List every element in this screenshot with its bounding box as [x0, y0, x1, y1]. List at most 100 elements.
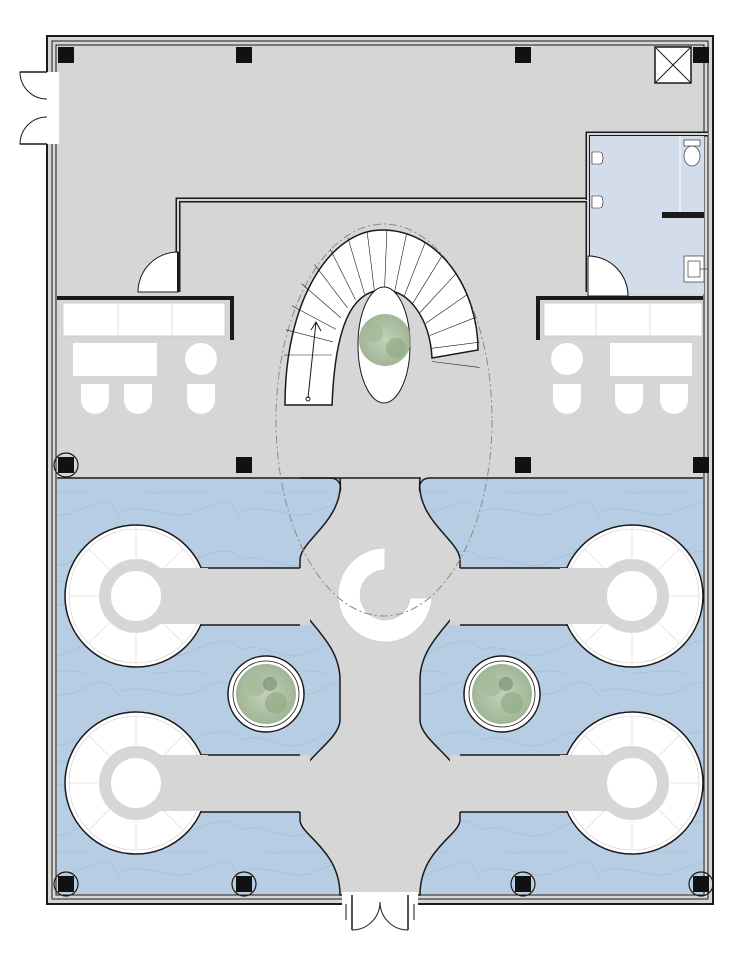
- seat-divider: [584, 735, 606, 757]
- urinal-icon: [591, 151, 604, 209]
- column-icon: [510, 871, 536, 897]
- pool-edge-upper: [170, 567, 590, 626]
- pool-edge-lower: [170, 754, 590, 813]
- round-table-left: [185, 343, 217, 375]
- stair-tread: [384, 230, 388, 291]
- round-table-right: [551, 343, 583, 375]
- chair: [81, 384, 109, 414]
- seat-divider: [162, 548, 184, 570]
- stair-tread: [394, 233, 407, 293]
- chair: [553, 384, 581, 414]
- seat-divider: [658, 548, 680, 570]
- seat-divider: [658, 735, 680, 757]
- stair-tread: [366, 231, 375, 291]
- seat-divider: [88, 622, 110, 644]
- seat-divider: [584, 548, 606, 570]
- column-icon: [58, 47, 74, 63]
- stair-tread: [314, 264, 348, 309]
- column-icon: [53, 871, 79, 897]
- seat-divider: [584, 622, 606, 644]
- stair-tread: [291, 305, 337, 330]
- pod-center: [111, 758, 161, 808]
- shaft-cross-icon: [654, 46, 692, 84]
- stair-tread: [412, 255, 443, 304]
- seating-pod: [560, 524, 704, 668]
- stair-tread: [419, 273, 457, 313]
- stair-tread: [403, 242, 426, 297]
- table-left: [73, 343, 157, 376]
- door-swing-icon: [379, 901, 409, 931]
- walkway-arm-lower-right: [450, 755, 590, 812]
- column-icon: [688, 871, 714, 897]
- central-c-sculpture: [337, 547, 433, 643]
- atrium-outline: [275, 223, 493, 617]
- seating-pod: [64, 711, 208, 855]
- column-icon: [53, 452, 79, 478]
- stair-tread: [429, 317, 476, 336]
- column-icon: [515, 47, 531, 63]
- counter-left-wall: [57, 296, 234, 340]
- stair-tread: [347, 237, 365, 295]
- stair-arrow-icon: [307, 321, 322, 399]
- seat-divider: [88, 735, 110, 757]
- seat-divider: [162, 622, 184, 644]
- seat-divider: [658, 622, 680, 644]
- seating-pod: [64, 524, 208, 668]
- seat-divider: [658, 809, 680, 831]
- seat-divider: [162, 809, 184, 831]
- restroom-stall-wall: [662, 212, 704, 218]
- column-icon: [236, 47, 252, 63]
- tree-icon: [359, 314, 411, 366]
- chair: [615, 384, 643, 414]
- chair: [124, 384, 152, 414]
- pod-center: [607, 758, 657, 808]
- toilet-icon: [683, 139, 701, 167]
- seat-divider: [162, 735, 184, 757]
- stair-tread: [301, 283, 342, 319]
- planter-left: [227, 655, 305, 733]
- seat-divider: [88, 809, 110, 831]
- column-icon: [693, 47, 709, 63]
- spiral-stair: [284, 229, 480, 406]
- door-swing-icon: [19, 71, 48, 100]
- main-entry-door[interactable]: [342, 892, 418, 931]
- side-entry-door[interactable]: [19, 71, 59, 145]
- door-swing-icon: [19, 116, 48, 145]
- tree-icon: [472, 664, 532, 724]
- stair-tread: [431, 361, 480, 368]
- stair-tread: [431, 341, 480, 349]
- column-icon: [693, 457, 709, 473]
- counter-right: [543, 302, 703, 337]
- door-swing-icon: [351, 901, 381, 931]
- stair-outline: [284, 229, 479, 406]
- counter-right-wall: [536, 296, 703, 340]
- stair-treads: [284, 230, 480, 368]
- planter-right: [463, 655, 541, 733]
- tree-icon: [236, 664, 296, 724]
- stair-tread: [285, 329, 334, 343]
- corridor-door-left: [137, 251, 179, 293]
- seating-pod: [560, 711, 704, 855]
- chair: [187, 384, 215, 414]
- interior-walls: [175, 131, 708, 292]
- restroom: [587, 136, 708, 297]
- sink-icon: [683, 255, 708, 283]
- pod-center: [111, 571, 161, 621]
- walkway-arm-upper-right: [450, 568, 590, 625]
- structural-columns: [53, 47, 714, 897]
- pool-top-edge: [57, 477, 703, 493]
- column-icon: [515, 457, 531, 473]
- lounge-right: [536, 296, 703, 414]
- pod-center: [607, 571, 657, 621]
- stair-tread: [425, 293, 468, 324]
- seating-pods: [64, 524, 704, 855]
- table-right: [610, 343, 692, 376]
- chair: [660, 384, 688, 414]
- stair-tread: [329, 248, 356, 300]
- seat-divider: [584, 809, 606, 831]
- counter-left: [62, 302, 226, 337]
- column-icon: [231, 871, 257, 897]
- lounge-left: [57, 296, 234, 414]
- seat-divider: [88, 548, 110, 570]
